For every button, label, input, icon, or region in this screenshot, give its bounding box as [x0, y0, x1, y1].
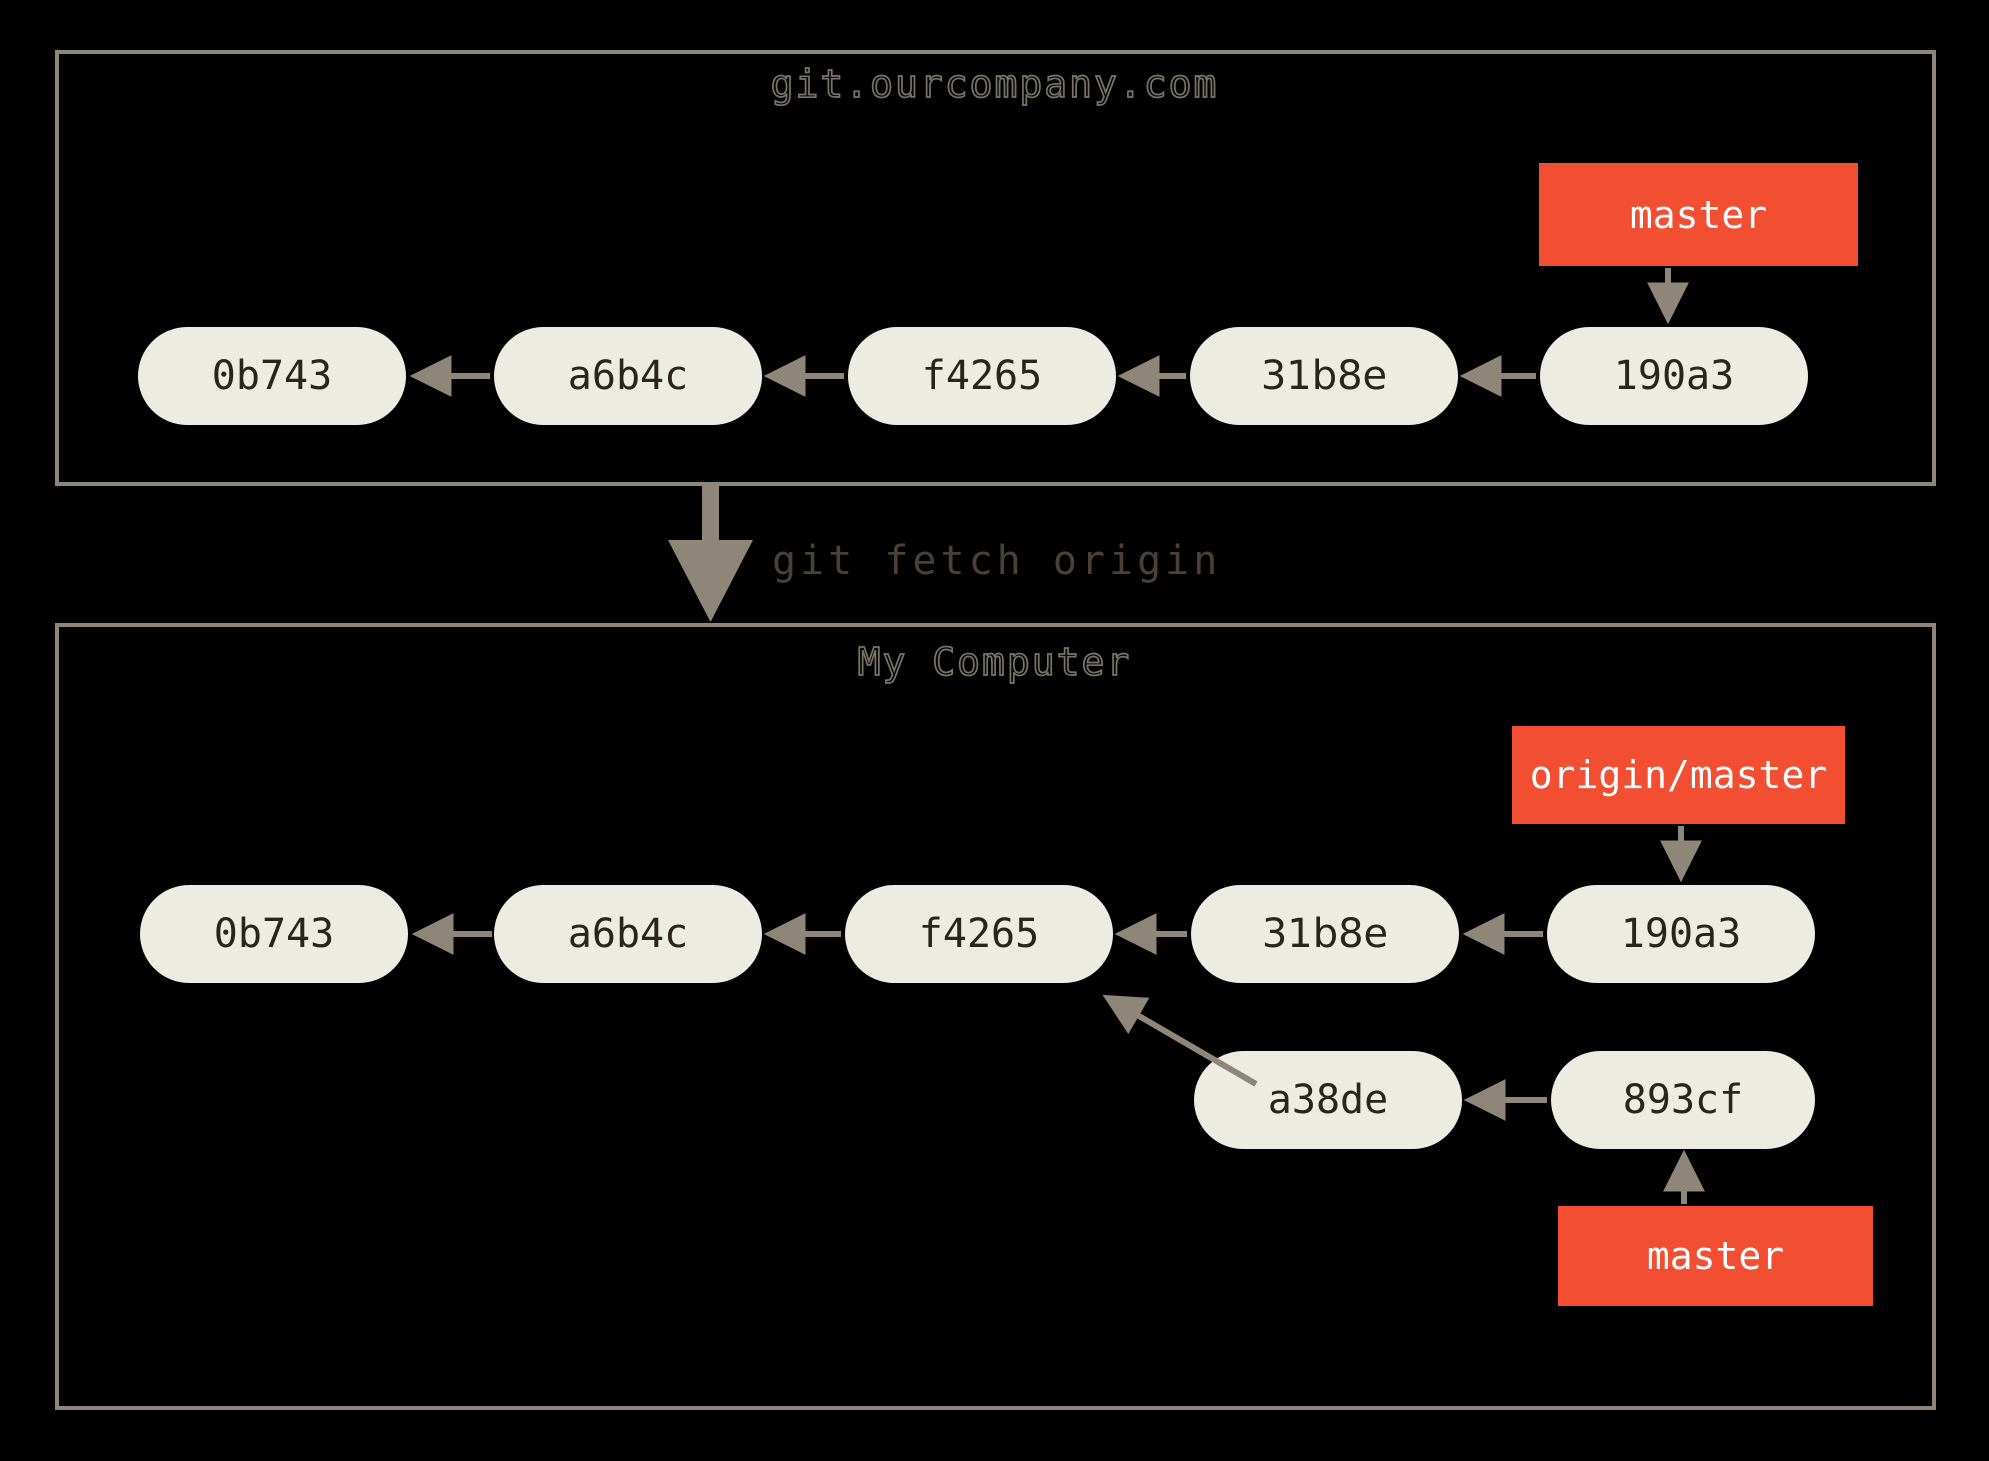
commit-node-local-31b8e: 31b8e [1191, 885, 1459, 983]
commit-node-local-0b743: 0b743 [140, 885, 408, 983]
commit-node-remote-190a3: 190a3 [1540, 327, 1808, 425]
branch-label-master-remote: master [1539, 163, 1858, 266]
commit-node-remote-0b743: 0b743 [138, 327, 406, 425]
commit-node-remote-31b8e: 31b8e [1190, 327, 1458, 425]
remote-repo-title: git.ourcompany.com [770, 61, 1219, 107]
commit-node-remote-f4265: f4265 [848, 327, 1116, 425]
fetch-arrow [668, 486, 753, 622]
local-repo-title: My Computer [857, 639, 1132, 685]
commit-node-local-a6b4c: a6b4c [494, 885, 762, 983]
branch-label-master-local: master [1558, 1206, 1873, 1306]
commit-node-remote-a6b4c: a6b4c [494, 327, 762, 425]
commit-node-local-f4265: f4265 [845, 885, 1113, 983]
remote-repo-box [55, 50, 1936, 486]
commit-node-local-190a3: 190a3 [1547, 885, 1815, 983]
local-repo-box [55, 623, 1936, 1410]
branch-label-origin-master: origin/master [1512, 726, 1845, 824]
commit-node-local-893cf: 893cf [1551, 1051, 1815, 1149]
fetch-command-label: git fetch origin [772, 538, 1222, 584]
commit-node-local-a38de: a38de [1194, 1051, 1462, 1149]
